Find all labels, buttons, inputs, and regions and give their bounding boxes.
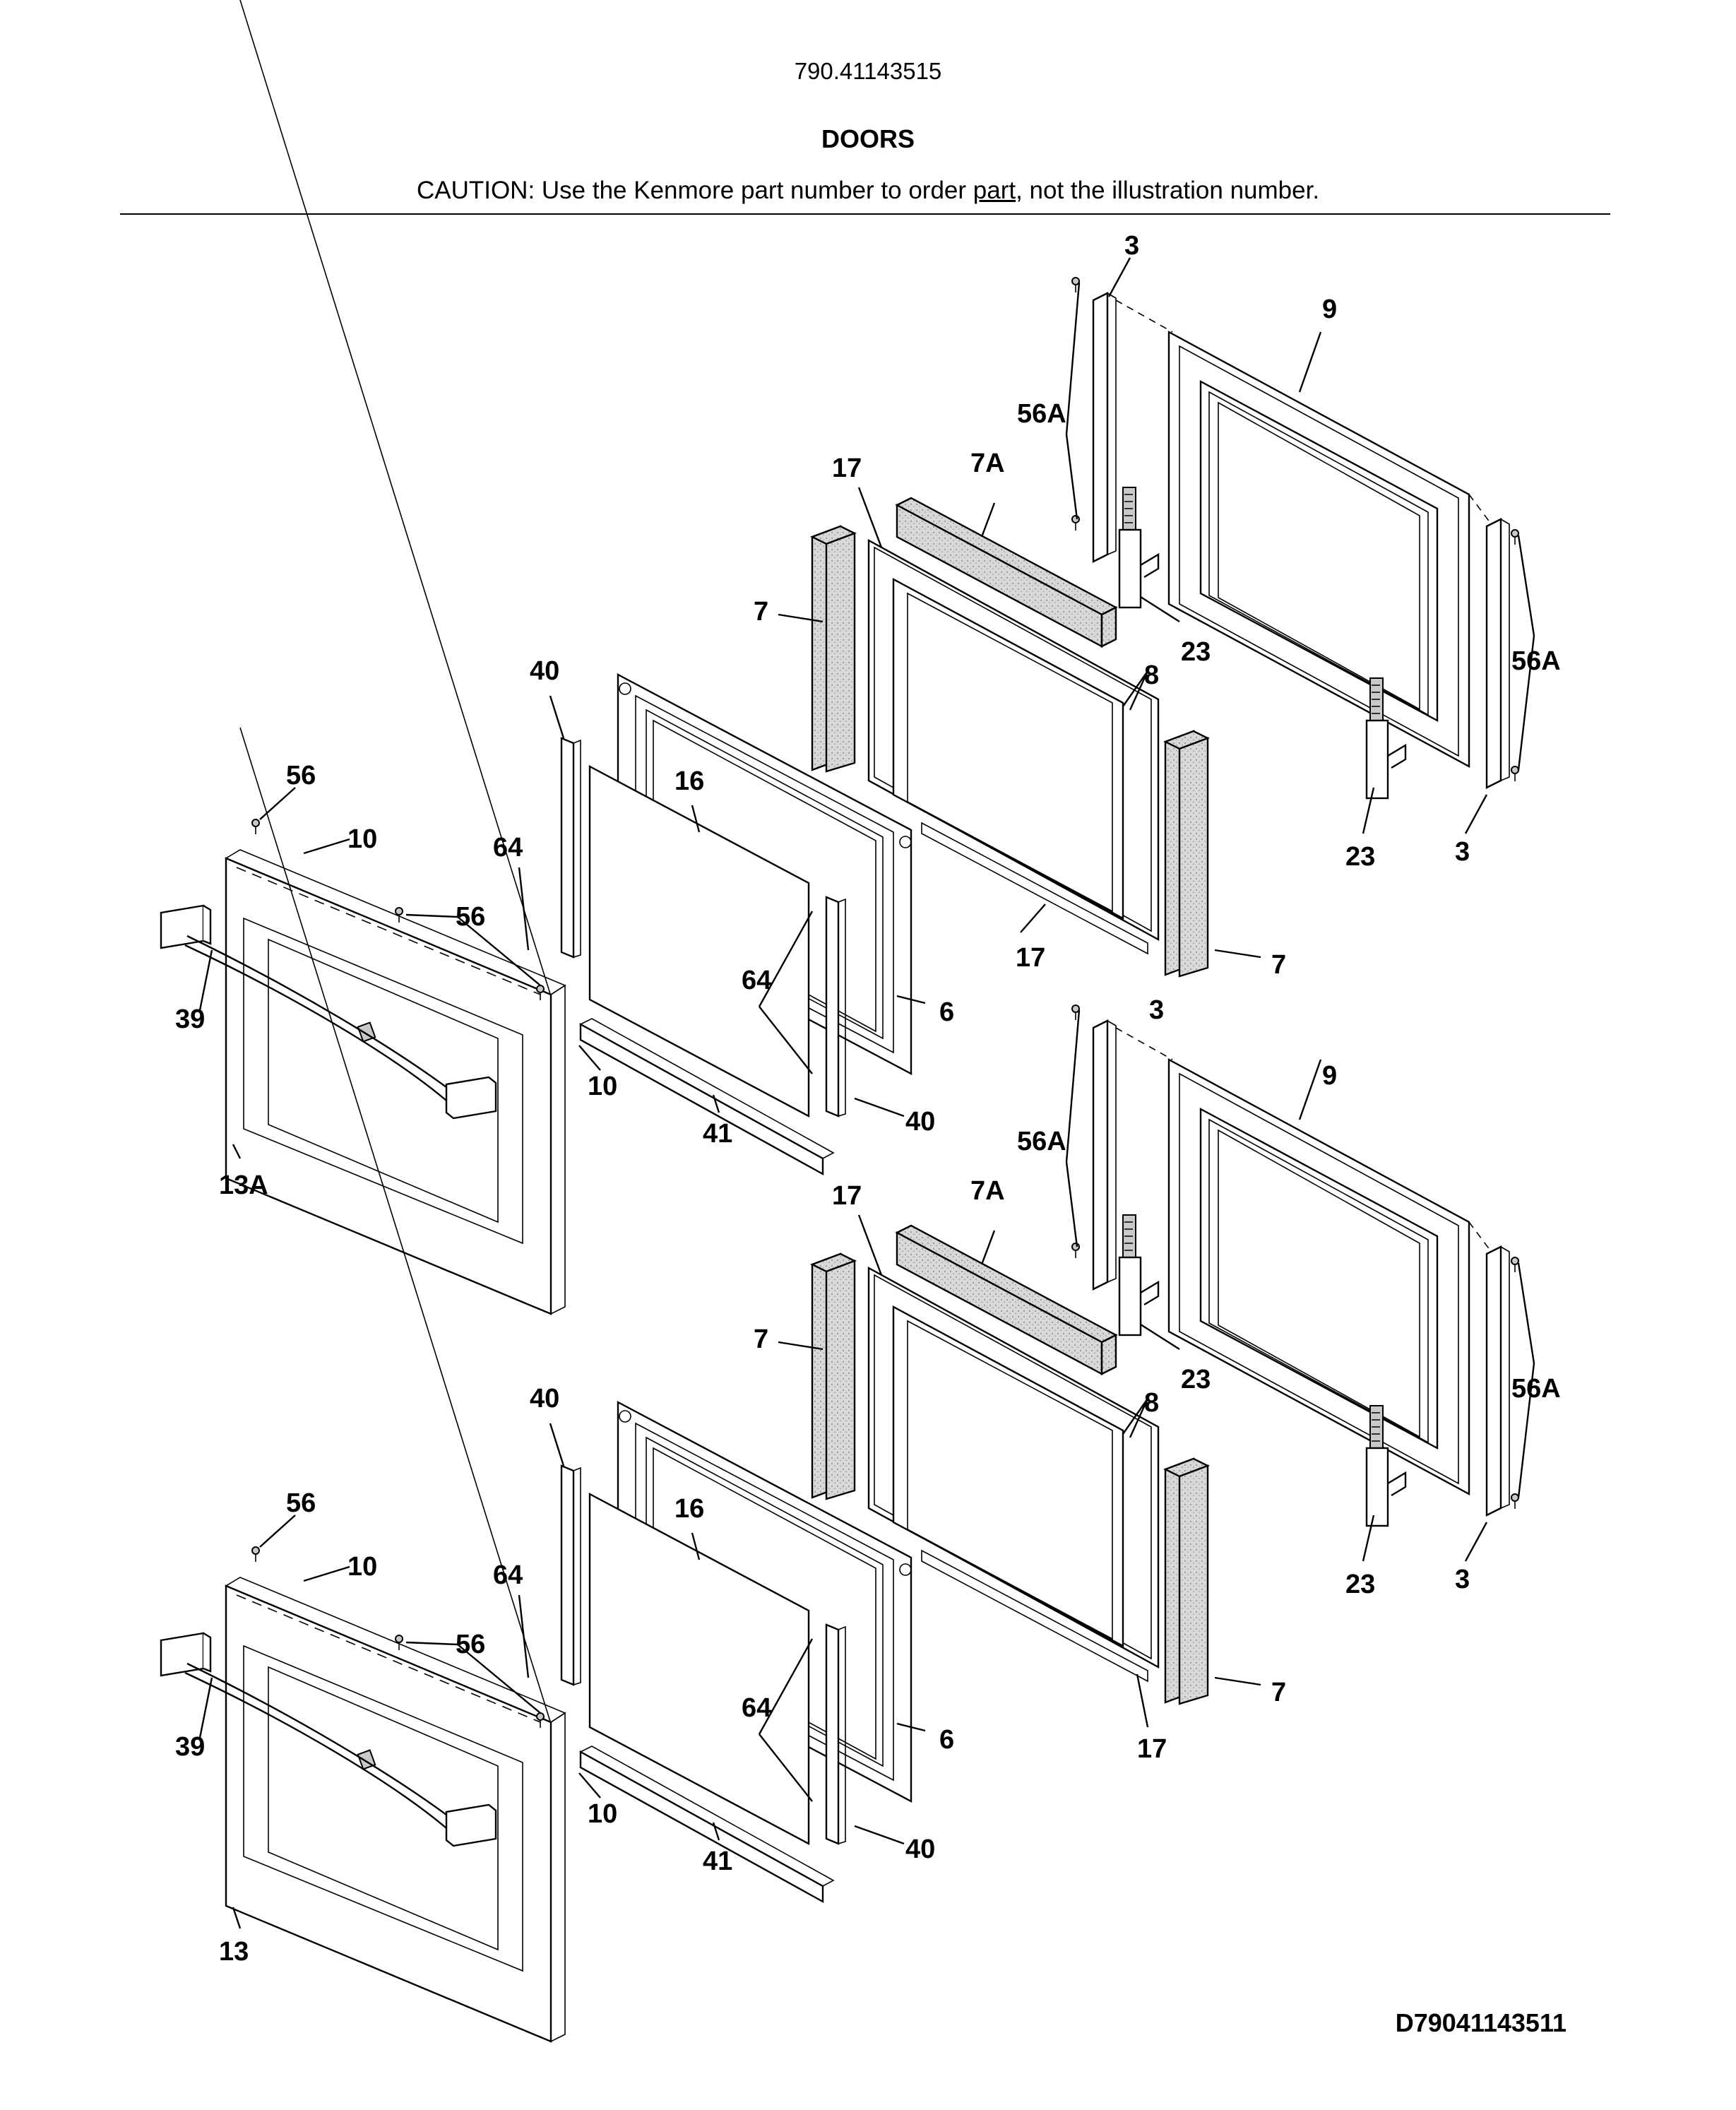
callout-64: 64 [742,1693,771,1723]
callout-64: 64 [493,833,523,863]
diagram-id: D79041143511 [1395,2008,1566,2037]
callout-17: 17 [832,1181,862,1211]
callout-40: 40 [530,1384,559,1413]
callout-6: 6 [939,1725,954,1755]
lower-insulation-left [811,1252,856,1500]
callout-16: 16 [674,1494,704,1524]
callout-8: 8 [1144,660,1159,690]
upper-hinge-channel-right [1485,518,1511,789]
callout-17: 17 [832,454,862,483]
callout-40: 40 [905,1835,935,1864]
upper-front-door [225,0,566,1315]
callout-41: 41 [703,1847,732,1876]
callout-3: 3 [1149,995,1164,1025]
callout-6: 6 [939,997,954,1027]
callout-17: 17 [1016,943,1045,973]
callout-17: 17 [1137,1734,1167,1764]
callout-3: 3 [1455,1565,1470,1594]
upper-screw-56a-right-top [1511,529,1519,545]
callout-13: 13 [219,1937,249,1967]
callouts-lower: 3 9 56A 17 7A 7 23 8 56A 23 3 17 7 40 16… [175,995,1561,1967]
callouts-upper: 3 9 56A 17 7A 7 23 8 56A 23 3 17 7 40 16… [175,231,1561,1200]
callout-16: 16 [674,766,704,796]
callout-8: 8 [1144,1388,1159,1418]
caution-part-word: part [973,177,1016,204]
callout-7: 7 [1271,1678,1286,1707]
callout-7a: 7A [970,449,1005,478]
callout-64: 64 [493,1560,523,1590]
lower-hinge-channel-left [1092,1019,1117,1291]
caution-note: CAUTION: Use the Kenmore part number to … [0,177,1736,205]
lower-bracket-left [560,1464,582,1686]
callout-7a: 7A [970,1176,1005,1206]
upper-hinge-left [1118,486,1160,609]
callout-40: 40 [530,656,559,686]
callout-13a: 13A [219,1170,268,1200]
callout-56: 56 [286,1488,316,1518]
callout-9: 9 [1322,295,1337,324]
model-number: 790.41143515 [794,58,942,84]
callout-23: 23 [1345,842,1375,872]
section-title: DOORS [821,124,915,153]
callout-56a: 56A [1511,1374,1561,1404]
callout-9: 9 [1322,1061,1337,1091]
callout-56a: 56A [1017,399,1066,429]
callout-40: 40 [905,1107,935,1137]
upper-outer-panel [1167,331,1470,768]
lower-insulation-right [1164,1457,1209,1705]
upper-screw-56a-right-bottom [1511,766,1519,782]
upper-hinge-channel-left [1092,292,1117,563]
callout-10: 10 [588,1072,617,1101]
callout-23: 23 [1181,1365,1211,1394]
callout-39: 39 [175,1004,205,1034]
callout-3: 3 [1455,837,1470,867]
callout-3: 3 [1124,231,1139,261]
lower-screw-56a-right-top [1511,1257,1519,1273]
upper-screw-56-top [251,819,260,835]
lower-hinge-left [1118,1214,1160,1336]
lower-screw-56a-bottom [1071,1243,1080,1259]
upper-insulation-right [1164,730,1209,978]
callout-23: 23 [1181,637,1211,667]
upper-bracket-left [560,737,582,959]
callout-10: 10 [347,824,377,854]
callout-7: 7 [754,597,768,627]
callout-10: 10 [347,1552,377,1582]
lower-screw-56a-right-bottom [1511,1493,1519,1510]
callout-10: 10 [588,1799,617,1829]
callout-7: 7 [1271,950,1286,980]
header-divider [120,213,1610,215]
callout-56: 56 [456,902,485,932]
caution-text-suffix: , not the illustration number. [1016,177,1320,204]
callout-56a: 56A [1511,646,1561,676]
callout-64: 64 [742,966,771,995]
callout-39: 39 [175,1732,205,1762]
callout-23: 23 [1345,1570,1375,1599]
caution-text-prefix: CAUTION: Use the Kenmore part number to … [416,177,973,204]
lower-screw-56-top [251,1546,260,1563]
upper-insulation-left [811,525,856,773]
callout-56: 56 [456,1630,485,1659]
leader-lines [198,257,1535,1929]
lower-door-assembly [160,726,1519,2043]
lower-glass-pack [867,1267,1160,1683]
upper-screw-56a-bottom [1071,515,1080,531]
lower-hinge-channel-right [1485,1245,1511,1517]
upper-door-assembly [160,0,1519,1315]
upper-glass-pack [867,539,1160,955]
callout-7: 7 [754,1324,768,1354]
lower-outer-panel [1167,1058,1470,1495]
callout-56: 56 [286,761,316,790]
callout-41: 41 [703,1119,732,1149]
callout-56a: 56A [1017,1127,1066,1156]
